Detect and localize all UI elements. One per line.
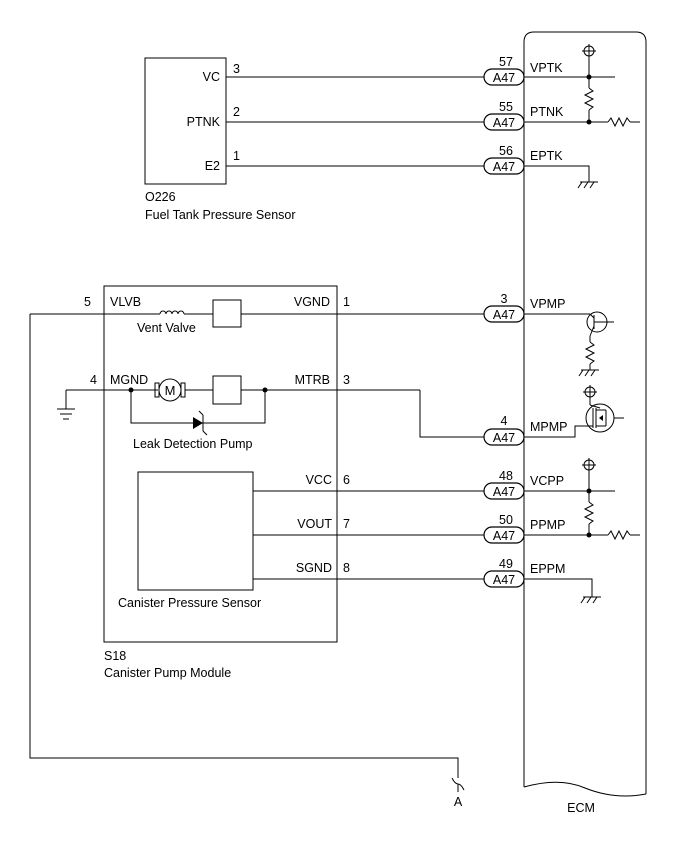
connector-a47-57: 57 A47 VPTK [483,55,563,86]
module-pin-label-vout: VOUT [297,517,332,531]
mgnd-ground-icon [57,390,75,420]
ecm-pin-label: VCPP [530,474,564,488]
module-pin-number-vlvb: 5 [84,295,91,309]
connector-id: A47 [493,529,515,543]
module-code: S18 [104,649,126,663]
sensor-pin-number-ptnk: 2 [233,105,240,119]
connector-id: A47 [493,71,515,85]
connector-a47-49: 49 A47 EPPM [483,557,565,588]
resistor-icon [607,529,631,541]
module-pin-number-vgnd: 1 [343,295,350,309]
module-pin-label-vlvb: VLVB [110,295,141,309]
module-pin-label-sgnd: SGND [296,561,332,575]
resistor-icon [583,87,595,111]
motor-symbol: M [165,383,176,398]
connector-a47-4: 4 A47 MPMP [483,414,568,446]
module-pin-label-mgnd: MGND [110,373,148,387]
connector-a47-3: 3 A47 VPMP [483,292,565,323]
connector-pin-number: 48 [499,469,513,483]
ecm-pin-label: EPTK [530,149,563,163]
connector-pin-number: 55 [499,100,513,114]
pump-motor-icon: M [154,378,186,402]
connector-pin-number: 4 [501,414,508,428]
ecm-label: ECM [567,801,595,815]
resistor-icon [584,341,596,365]
ecm-pin-label: VPTK [530,61,563,75]
fuel-tank-pressure-sensor-box [144,57,227,185]
sensor-pin-label-ptnk: PTNK [187,115,221,129]
connector-pin-number: 3 [501,292,508,306]
connector-id: A47 [493,116,515,130]
connector-id: A47 [493,308,515,322]
connector-a47-55: 55 A47 PTNK [483,100,564,131]
vent-valve-label: Vent Valve [137,321,196,335]
connector-id: A47 [493,485,515,499]
connector-id: A47 [493,573,515,587]
resistor-icon [583,501,595,525]
canister-pressure-sensor-box [137,471,254,591]
ecm-box-break [523,781,647,797]
pump-switch-box [212,375,242,405]
ecm-box [523,31,647,794]
ecm-pin-label: PTNK [530,105,564,119]
continuation-label: A [454,795,463,809]
ecm-mpmp-mosfet-circuit [524,385,624,438]
ecm-pin-label: MPMP [530,420,568,434]
connector-pin-number: 49 [499,557,513,571]
leak-detection-pump-label: Leak Detection Pump [133,437,253,451]
zener-diode-icon [193,410,208,436]
connector-a47-56: 56 A47 EPTK [483,144,563,175]
connector-a47-50: 50 A47 PPMP [483,513,565,544]
module-pin-number-vout: 7 [343,517,350,531]
canister-pump-module-box [103,285,338,643]
ecm-pin-label: EPPM [530,562,565,576]
module-pin-number-vcc: 6 [343,473,350,487]
resistor-icon [607,116,631,128]
sensor-pin-label-vc: VC [203,70,220,84]
vent-valve-box [212,299,242,328]
sensor-code: O226 [145,190,176,204]
sensor-name: Fuel Tank Pressure Sensor [145,208,296,222]
diode-bypass-wire [130,390,266,424]
ecm-pin-label: PPMP [530,518,565,532]
ecm-ptnk-input-circuit [524,116,640,128]
ecm-ppmp-input-circuit [524,529,640,541]
vent-valve-coil-symbol [159,310,185,315]
connector-pin-number: 50 [499,513,513,527]
wire-to-continuation-a [29,314,459,778]
ecm-pin-label: VPMP [530,297,565,311]
sensor-pin-number-vc: 3 [233,62,240,76]
connector-id: A47 [493,431,515,445]
sensor-pin-label-e2: E2 [205,159,220,173]
module-pin-label-mtrb: MTRB [295,373,330,387]
wire-mpmp [419,390,484,438]
ecm-eppm-ground-circuit [524,578,601,604]
module-pin-number-mgnd: 4 [90,373,97,387]
module-pin-number-mtrb: 3 [343,373,350,387]
module-pin-number-sgnd: 8 [343,561,350,575]
module-pin-label-vcc: VCC [306,473,332,487]
ecm-eptk-ground-circuit [524,165,598,189]
connector-id: A47 [493,160,515,174]
canister-pressure-sensor-label: Canister Pressure Sensor [118,596,261,610]
ecm-vpmp-transistor-circuit [524,311,614,377]
ecm-vcpp-supply-circuit [524,458,615,535]
module-pin-label-vgnd: VGND [294,295,330,309]
connector-pin-number: 56 [499,144,513,158]
sensor-pin-number-e2: 1 [233,149,240,163]
module-name: Canister Pump Module [104,666,231,680]
connector-pin-number: 57 [499,55,513,69]
